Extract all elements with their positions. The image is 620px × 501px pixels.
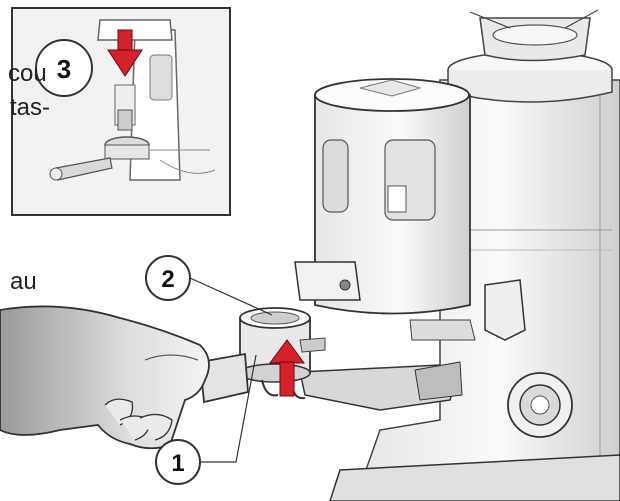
callout-3-label: 3: [57, 54, 71, 84]
red-down-arrow-icon: [107, 29, 143, 77]
callout-2: 2: [145, 255, 273, 316]
text-fragment-au: au: [10, 268, 37, 295]
text-fragment-cou: cou: [8, 60, 47, 87]
callout-1-label: 1: [171, 450, 184, 477]
callout-1: 1: [155, 354, 257, 485]
hand-illustration: [0, 305, 210, 450]
callout-2-label: 2: [161, 266, 174, 293]
callout-3: 3: [35, 39, 93, 97]
text-fragment-tas: tas-: [10, 94, 51, 121]
red-up-arrow-icon: [269, 339, 305, 397]
coffee-grinder: [294, 9, 620, 501]
inset-detail: 3: [11, 7, 231, 216]
